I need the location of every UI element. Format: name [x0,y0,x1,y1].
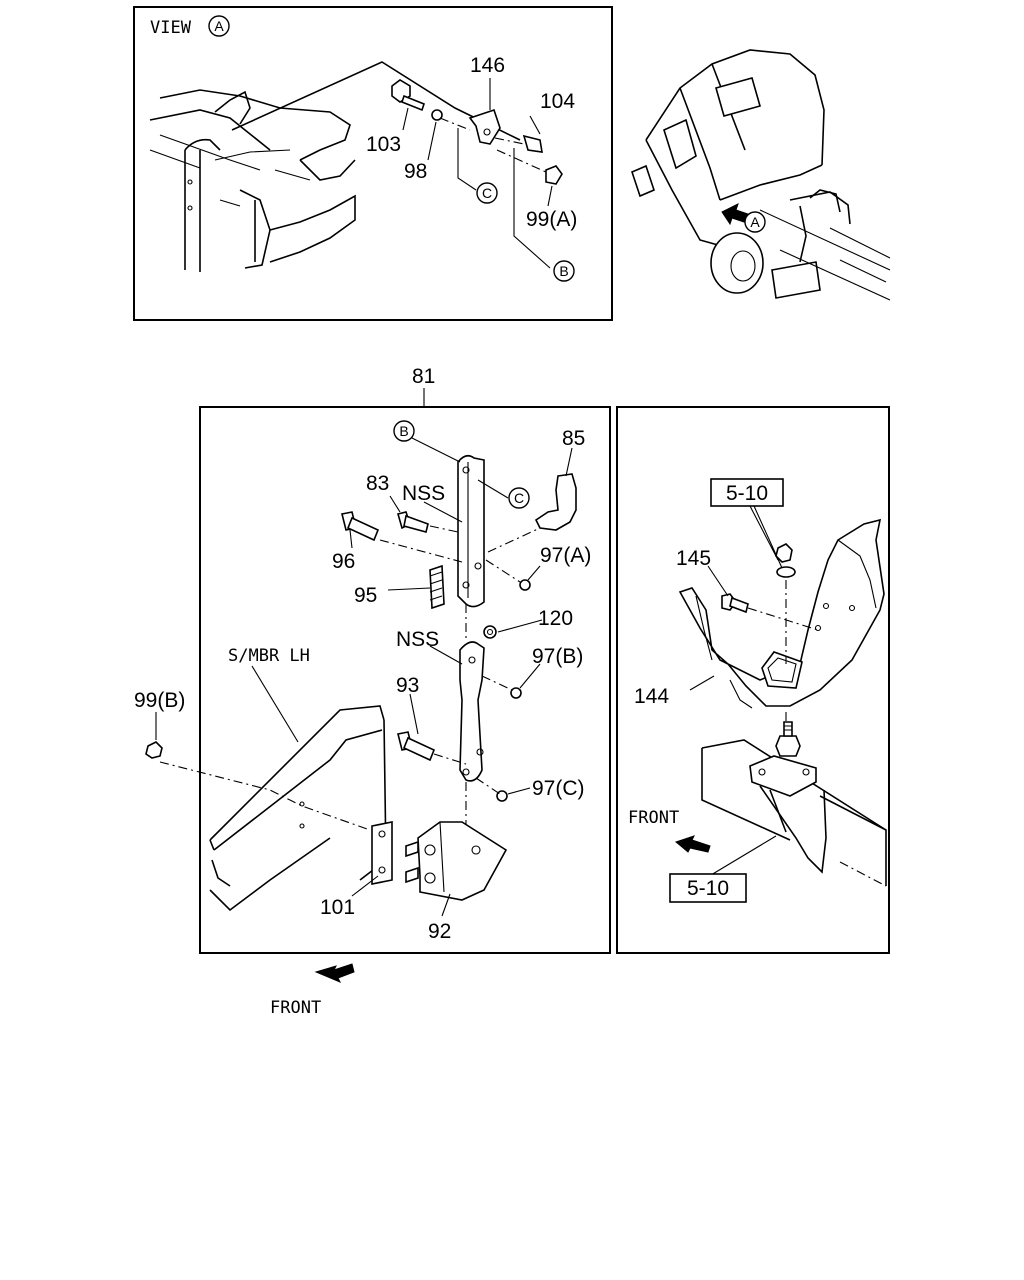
callout-b-top: B [559,263,568,279]
plate-101 [371,821,393,885]
right-panel: 5-10 [616,406,890,954]
callout-b-main: B [399,423,408,439]
callout-nss-mid: NSS [396,628,439,651]
bolt-104 [522,134,543,153]
callout-146: 146 [470,54,505,77]
front-label-right: FRONT [628,808,679,828]
callout-smbr-lh: S/MBR LH [228,646,310,666]
bolt-103 [391,79,425,112]
callout-95: 95 [354,584,377,607]
callout-98: 98 [404,160,427,183]
ref-bottom: 5-10 [687,877,729,900]
ref-top: 5-10 [726,482,768,505]
bolt-83 [397,511,429,533]
view-a-frame [133,6,613,321]
right-frame [616,406,890,954]
view-arrow-icon [721,203,749,226]
main-frame [199,406,611,954]
callout-103: 103 [366,133,401,156]
truck-window [715,77,761,117]
nut-99b [145,741,163,759]
view-a-title: VIEW [150,18,192,38]
callout-b-main-circle [393,420,415,442]
callout-b-circle [553,260,575,282]
view-a-marker: A [214,18,224,34]
bracket-92 [405,821,508,901]
callout-c-main: C [514,490,524,506]
side-member-lh [209,705,387,912]
ref-box-top [710,478,784,507]
washer-97a [519,579,531,591]
nut-99a [545,165,563,185]
view-a-circle [208,15,230,37]
callout-144: 144 [634,685,669,708]
bolt-93 [397,731,436,762]
callout-99a: 99(A) [526,208,577,231]
bracket-146 [468,108,501,145]
upper-link-bar [457,454,485,608]
callout-99b: 99(B) [134,689,185,712]
callout-96: 96 [332,550,355,573]
truck-view-circle [744,211,766,233]
callout-c-circle [476,182,498,204]
callout-92: 92 [428,920,451,943]
mount-pad [749,755,817,797]
callout-104: 104 [540,90,575,113]
front-arrow-icon [314,963,355,983]
washer-5-10 [776,566,796,578]
lower-link-bar [459,641,485,782]
view-a-panel: VIEW A [133,6,613,321]
frame-rail [701,721,887,887]
front-arrow-right-icon [674,835,711,853]
truck-view-marker: A [750,214,760,230]
callout-97a: 97(A) [540,544,591,567]
callout-120: 120 [538,607,573,630]
ref-box-bottom [669,873,747,903]
callout-c-main-circle [508,487,530,509]
callout-97b: 97(B) [532,645,583,668]
front-label-main: FRONT [270,998,321,1018]
view-a-frame-sketch [149,61,521,272]
callout-85: 85 [562,427,585,450]
callout-nss-top: NSS [402,482,445,505]
washer-120 [483,625,497,639]
callout-83: 83 [366,472,389,495]
callout-145: 145 [676,547,711,570]
mount-bracket-144 [678,518,885,709]
spring-95 [429,564,445,610]
nut-5-10 [775,543,793,563]
bracket-85 [534,473,577,531]
washer-97b [510,687,522,699]
main-panel: 81 [134,365,611,1018]
washer-97c [496,790,508,802]
callout-101: 101 [320,896,355,919]
assembly-81: 81 [412,365,435,388]
truck-sketch: A [631,49,891,301]
washer-98 [431,109,443,121]
bolt-96 [341,511,380,542]
callout-93: 93 [396,674,419,697]
callout-c-top: C [482,185,492,201]
bolt-145 [721,593,749,614]
callout-97c: 97(C) [532,777,585,800]
